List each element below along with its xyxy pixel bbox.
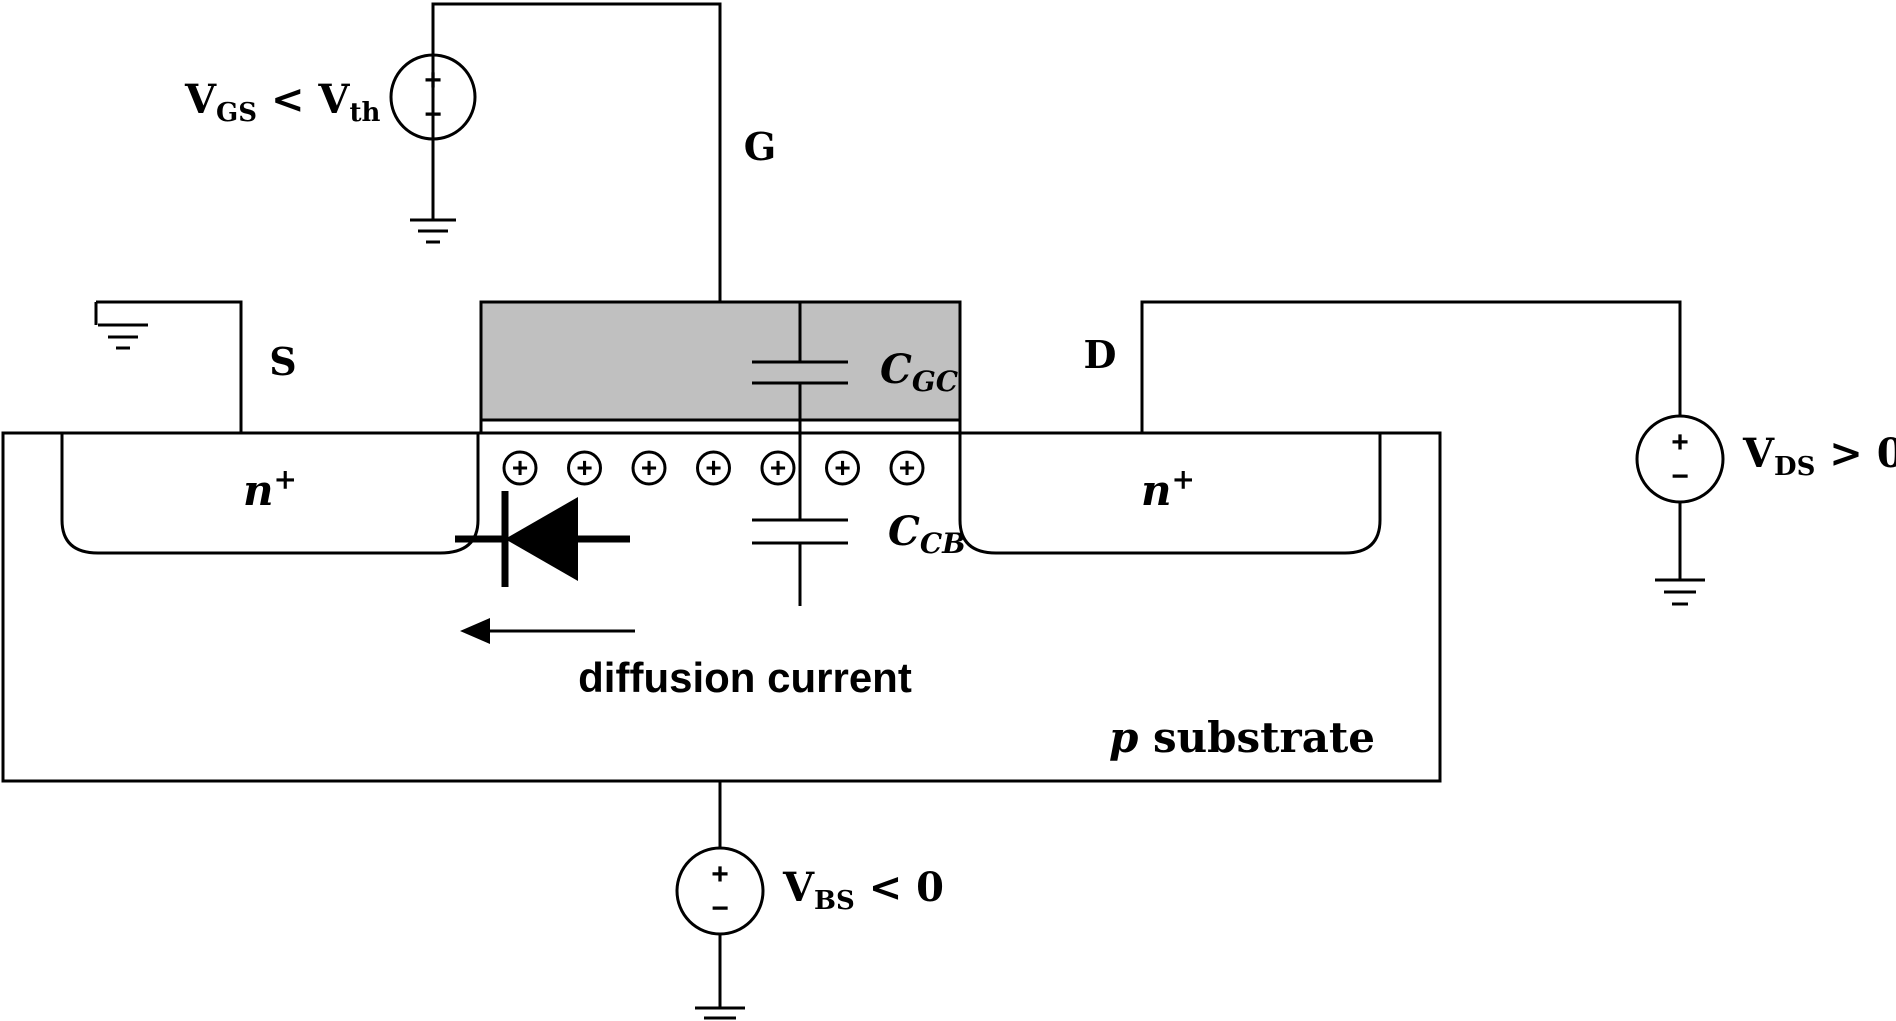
svg-text:+: + [512,452,528,483]
vbs-plus: + [711,858,729,891]
positive-charge-icon: + [696,450,731,486]
n-plus-right-label: n+ [1141,463,1195,515]
vds-minus: − [1671,460,1689,493]
positive-charge-icon: + [502,450,538,486]
vbs-label: VBS < 0 [782,864,944,916]
ground-icon [94,302,148,350]
drain-terminal-label: D [1084,332,1117,377]
svg-text:+: + [834,452,850,483]
svg-text:+: + [576,452,592,483]
vds-label: VDS > 0 [1742,430,1896,482]
n-plus-well-left [60,433,480,555]
p-substrate-label: p substrate [1109,713,1375,762]
svg-text:+: + [899,452,915,483]
vgs-source-circle [389,53,477,141]
vds-plus: + [1671,426,1689,459]
svg-text:+: + [641,452,657,483]
svg-text:+: + [770,452,786,483]
positive-charge-icon: + [631,450,667,486]
gate-electrode [479,300,962,422]
ground-icon [1655,578,1705,606]
vds-source: + − VDS > 0 [1635,414,1896,606]
vbs-source: + − VBS < 0 [675,781,944,1020]
vgs-source: + − VGS < Vth [184,2,722,302]
n-plus-well-right [958,433,1382,555]
source-wire [96,300,243,433]
positive-charge-icon: + [825,450,860,486]
drain-wire [1140,300,1682,433]
source-terminal: S [94,300,297,433]
source-terminal-label: S [269,339,296,384]
gate-terminal-label: G [744,124,776,169]
vgs-plus: + [424,64,442,97]
n-plus-left-label: n+ [243,463,297,515]
svg-text:+: + [705,452,721,483]
diffusion-current-label: diffusion current [578,654,912,701]
cgc-capacitor: CGC [752,302,959,520]
ccb-label: CCB [888,508,966,560]
diode-icon [455,491,630,587]
vgs-label: VGS < Vth [184,76,380,128]
positive-charge-icon: + [567,450,602,486]
ground-icon [695,1006,745,1020]
positive-charge-icon: + [760,450,796,486]
ccb-capacitor: CCB [752,508,966,606]
ground-icon [410,218,456,244]
gate-wire [431,2,722,302]
cgc-label: CGC [880,346,959,398]
channel-charges: + + + + + + + [502,450,925,486]
vbs-minus: − [711,892,729,925]
vgs-minus: − [424,98,442,131]
positive-charge-icon: + [889,450,925,486]
diffusion-current-arrow [460,618,635,644]
